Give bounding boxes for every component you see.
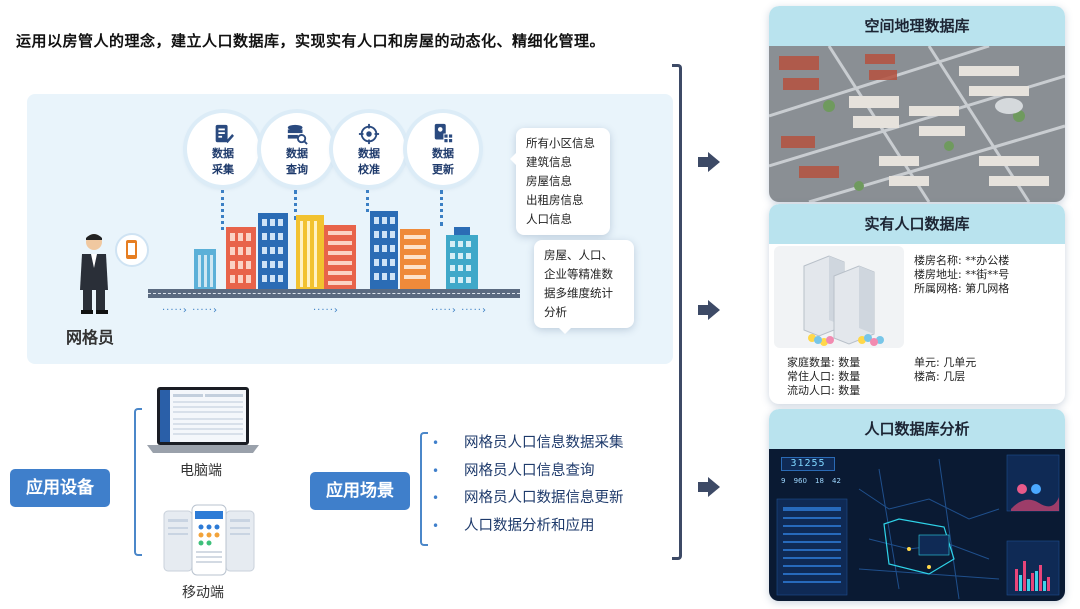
info-item: 房屋信息 <box>526 174 572 188</box>
mobile-phones-image <box>163 504 255 576</box>
info-item: 所有小区信息 <box>526 136 595 150</box>
stats-line: 据多维度统计 <box>544 286 613 300</box>
mobile-label: 移动端 <box>182 585 224 601</box>
geo-database-card[interactable]: 空间地理数据库 <box>769 6 1065 202</box>
building-info: 楼房名称: **办公楼 楼房地址: **街**号 所属网格: 第几网格 <box>914 254 1009 296</box>
flow-arrow-text: ·····› ·····› <box>162 305 218 316</box>
data-update-circle[interactable]: 数据 更新 <box>407 113 479 185</box>
connector-dots <box>440 190 443 226</box>
scenarios-bracket <box>420 432 428 546</box>
action-label-line2: 更新 <box>432 163 454 176</box>
analysis-dashboard: 31255 9 960 18 42 <box>769 449 1065 601</box>
mini-stat: 42 <box>832 477 841 485</box>
total-counter: 31255 <box>781 457 835 471</box>
document-grid-icon <box>434 123 454 144</box>
family-count: 家庭数量: 数量 <box>787 356 861 369</box>
arrow-right-icon <box>698 300 720 320</box>
mini-stat: 9 <box>781 477 786 485</box>
stats-line: 房屋、人口、 <box>544 248 613 262</box>
scenario-item: 人口数据分析和应用 <box>432 513 624 541</box>
city-buildings <box>194 211 478 291</box>
data-query-circle[interactable]: 数据 查询 <box>261 113 333 185</box>
action-label-line2: 查询 <box>286 163 308 176</box>
population-database-card[interactable]: 实有人口数据库 楼房名称: **办公楼 楼房地址: **街**号 所属网格: 第… <box>769 204 1065 404</box>
action-label-line2: 采集 <box>212 163 234 176</box>
database-search-icon <box>287 124 308 145</box>
connector-dots <box>366 190 369 212</box>
stats-line: 企业等精准数 <box>544 267 613 281</box>
building-image-box <box>774 246 904 348</box>
info-item: 建筑信息 <box>526 155 572 169</box>
headline: 运用以房管人的理念，建立人口数据库，实现实有人口和房屋的动态化、精细化管理。 <box>16 32 606 50</box>
info-item: 人口信息 <box>526 212 572 226</box>
mini-stat: 960 <box>793 477 807 485</box>
action-label-line2: 校准 <box>358 163 380 176</box>
building-address: 楼房地址: **街**号 <box>914 268 1010 281</box>
scenario-item: 网格员人口信息数据采集 <box>432 430 624 458</box>
unit-number: 单元: 几单元 <box>914 356 977 369</box>
info-item: 出租房信息 <box>526 193 584 207</box>
scenario-item: 网格员人口信息查询 <box>432 458 624 486</box>
building-grid: 所属网格: 第几网格 <box>914 282 1010 295</box>
flow-arrow-text: ·····› ·····› <box>431 305 487 316</box>
scenario-item: 网格员人口数据信息更新 <box>432 485 624 513</box>
resident-count: 常住人口: 数量 <box>787 370 861 383</box>
population-analysis-card[interactable]: 人口数据库分析 31255 9 960 18 42 <box>769 409 1065 601</box>
scenario-list: 网格员人口信息数据采集 网格员人口信息查询 网格员人口数据信息更新 人口数据分析… <box>432 430 624 540</box>
aerial-city-image <box>769 46 1065 202</box>
floating-count: 流动人口: 数量 <box>787 384 861 397</box>
unit-stats: 单元: 几单元 楼高: 几层 <box>914 356 976 384</box>
action-label-line1: 数据 <box>286 147 308 160</box>
mini-stats: 9 960 18 42 <box>781 477 841 485</box>
mini-stat: 18 <box>815 477 824 485</box>
floor-height: 楼高: 几层 <box>914 370 966 383</box>
data-calibrate-circle[interactable]: 数据 校准 <box>333 113 405 185</box>
scenarios-tag: 应用场景 <box>310 472 410 510</box>
action-label-line1: 数据 <box>358 147 380 160</box>
pc-label: 电脑端 <box>180 463 222 479</box>
connector-dots <box>294 190 297 220</box>
devices-tag: 应用设备 <box>10 469 110 507</box>
card-title: 人口数据库分析 <box>769 409 1065 449</box>
data-collect-circle[interactable]: 数据 采集 <box>187 113 259 185</box>
action-label-line1: 数据 <box>212 147 234 160</box>
arrow-right-icon <box>698 152 720 172</box>
edit-document-icon <box>215 124 234 144</box>
road <box>148 289 520 298</box>
card-title: 实有人口数据库 <box>769 204 1065 244</box>
arrow-right-icon <box>698 477 720 497</box>
laptop-image <box>147 387 259 453</box>
worker-label: 网格员 <box>66 328 115 347</box>
card-title: 空间地理数据库 <box>769 6 1065 46</box>
connector-dots <box>221 190 224 230</box>
connection-bracket <box>672 64 682 560</box>
info-bubble: 所有小区信息 建筑信息 房屋信息 出租房信息 人口信息 <box>510 128 610 235</box>
stats-bubble: 房屋、人口、 企业等精准数 据多维度统计 分析 <box>534 240 634 334</box>
dashboard-graphics <box>776 454 1060 600</box>
household-stats: 家庭数量: 数量 常住人口: 数量 流动人口: 数量 <box>787 356 860 398</box>
flow-arrow-text: ·····› <box>313 305 339 316</box>
target-icon <box>358 123 380 145</box>
devices-bracket <box>134 408 142 556</box>
grid-worker-figure <box>80 233 149 314</box>
building-3d-illustration <box>803 255 884 346</box>
stats-line: 分析 <box>544 305 567 319</box>
action-label-line1: 数据 <box>432 147 454 160</box>
building-name: 楼房名称: **办公楼 <box>914 254 1010 267</box>
